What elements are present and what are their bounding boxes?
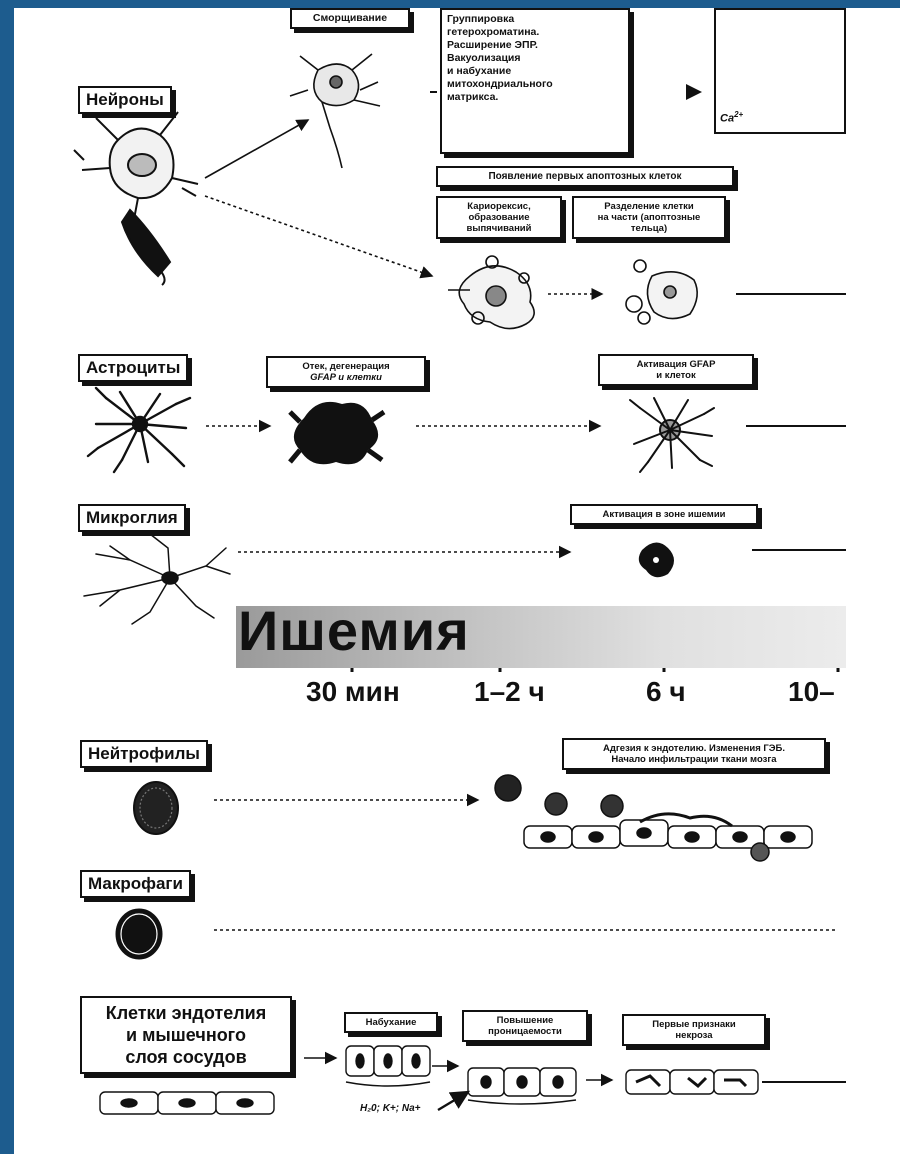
permeable-endothelium-icon [468, 1068, 576, 1104]
tick-1-2-h: 1–2 ч [474, 676, 545, 708]
label-microglia-activation: Активация в зоне ишемии [570, 504, 758, 525]
tick-6-h: 6 ч [646, 676, 686, 708]
label-shrinkage: Сморщивание [290, 8, 410, 29]
label-macrophages: Макрофаги [80, 870, 191, 898]
label-endo-swelling: Набухание [344, 1012, 438, 1033]
necrotic-endothelium-icon [626, 1070, 758, 1094]
label-endo-necrosis: Первые признаки некроза [622, 1014, 766, 1046]
apoptotic-bodies-icon [626, 260, 697, 324]
apoptotic-cell-icon [448, 256, 534, 329]
tick-30-min: 30 мин [306, 676, 400, 708]
macrophage-icon [117, 910, 161, 958]
degenerated-astrocyte-icon [290, 402, 384, 464]
label-first-apoptotic-cells: Появление первых апоптозных клеток [436, 166, 734, 187]
ischemia-title: Ишемия [238, 598, 470, 663]
shrunk-neuron-icon [290, 54, 380, 168]
neutrophil-adhesion-icon [495, 775, 812, 861]
label-astro-edema: Отек, дегенерация GFAP и клетки [266, 356, 426, 388]
label-neurons: Нейроны [78, 86, 172, 114]
calcium-label: Ca2+ [720, 110, 743, 125]
activated-microglia-icon [639, 542, 674, 577]
microglia-icon [84, 534, 230, 624]
ions-label: H₂0; K+; Na+ [360, 1103, 421, 1114]
label-karyorrhexis: Кариорексис, образование выпячиваний [436, 196, 562, 239]
label-astro-activation: Активация GFAP и клеток [598, 354, 754, 386]
astrocyte-icon [88, 388, 190, 472]
neutrophil-icon [134, 782, 178, 834]
label-chromatin-changes: Группировка гетерохроматина. Расширение … [440, 8, 630, 154]
label-neutrophil-adhesion: Адгезия к эндотелию. Изменения ГЭБ. Нача… [562, 738, 826, 770]
neuron-cell-icon [74, 112, 198, 285]
label-endo-permeability: Повышение проницаемости [462, 1010, 588, 1042]
activated-astrocyte-icon [630, 398, 714, 472]
label-endothelium: Клетки эндотелия и мышечного слоя сосудо… [80, 996, 292, 1074]
label-astrocytes: Астроциты [78, 354, 188, 382]
label-neutrophils: Нейтрофилы [80, 740, 208, 768]
endothelium-layer-icon [100, 1092, 274, 1114]
swollen-endothelium-icon [346, 1046, 430, 1086]
label-microglia: Микроглия [78, 504, 186, 532]
tick-10: 10– [788, 676, 835, 708]
label-apoptotic-bodies: Разделение клетки на части (апоптозные т… [572, 196, 726, 239]
